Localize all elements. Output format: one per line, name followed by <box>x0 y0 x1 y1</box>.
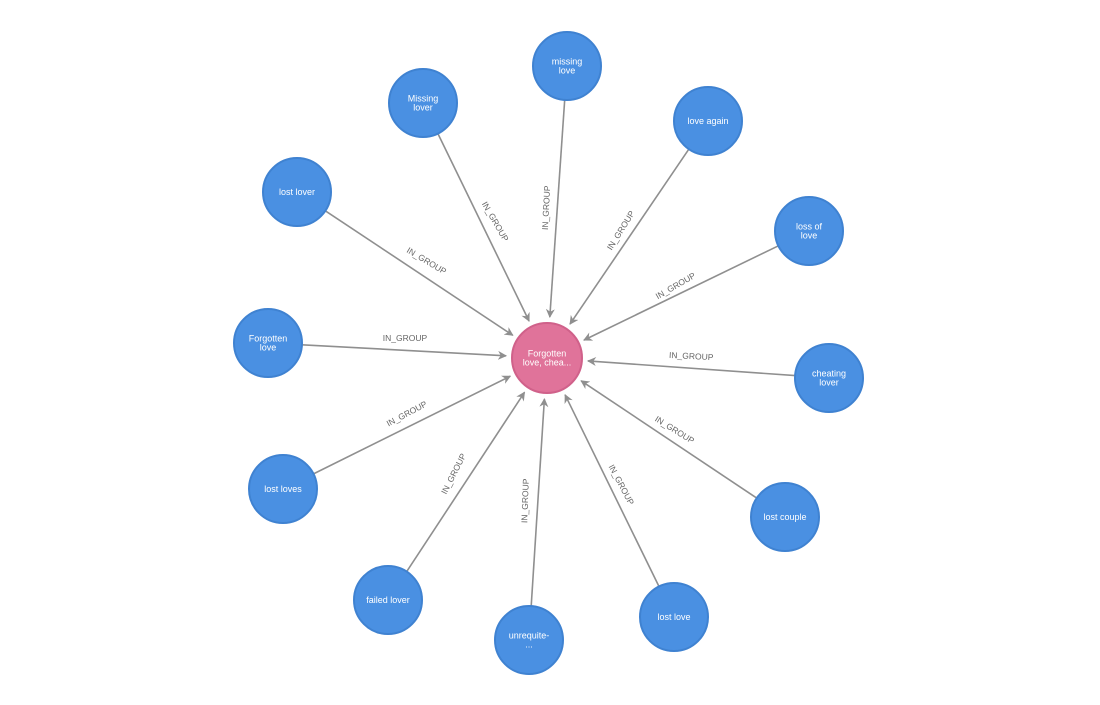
edge-missing-lover-to-center[interactable] <box>437 133 530 322</box>
node-lost-love[interactable]: lost love <box>639 582 709 652</box>
node-label-lost-love-line-0: lost love <box>657 612 690 622</box>
node-lost-couple[interactable]: lost couple <box>750 482 820 552</box>
edge-label-missing-lover: IN_GROUP <box>480 200 511 244</box>
node-love-again[interactable]: love again <box>673 86 743 156</box>
node-label-lost-couple: lost couple <box>763 512 806 522</box>
node-lost-loves[interactable]: lost loves <box>248 454 318 524</box>
node-label-lost-loves: lost loves <box>264 484 302 494</box>
node-label-unrequited-line-0: unrequite- <box>509 631 550 641</box>
node-lost-lover[interactable]: lost lover <box>262 157 332 227</box>
edge-label-missing-love-lower: IN_GROUP <box>540 185 552 230</box>
node-label-lost-lover: lost lover <box>279 187 315 197</box>
edge-label-love-again: IN_GROUP <box>605 209 637 252</box>
node-failed-lover[interactable]: failed lover <box>353 565 423 635</box>
node-circle-love-again[interactable] <box>673 86 743 156</box>
edge-label-lost-love: IN_GROUP <box>607 463 637 507</box>
node-label-missing-love-lower-line-1: love <box>559 66 576 76</box>
edge-label-lost-loves: IN_GROUP <box>385 399 429 429</box>
node-label-lost-couple-line-0: lost couple <box>763 512 806 522</box>
node-circle-unrequited[interactable] <box>494 605 564 675</box>
node-circle-failed-lover[interactable] <box>353 565 423 635</box>
node-label-missing-love-lower-line-0: missing <box>552 57 583 67</box>
node-circle-forgotten-love[interactable] <box>233 308 303 378</box>
node-label-unrequited: unrequite-... <box>509 631 550 650</box>
edge-failed-lover-to-center[interactable] <box>406 391 526 573</box>
node-circle-missing-love-lower[interactable] <box>532 31 602 101</box>
edge-label-lost-couple: IN_GROUP <box>653 414 696 446</box>
node-label-center-line-0: Forgotten <box>528 349 567 359</box>
node-label-loss-of-love-line-0: loss of <box>796 222 823 232</box>
node-circle-lost-loves[interactable] <box>248 454 318 524</box>
node-label-center-line-1: love, chea... <box>523 358 572 368</box>
node-circle-lost-couple[interactable] <box>750 482 820 552</box>
edge-missing-love-lower-to-center[interactable] <box>545 99 566 318</box>
edge-label-unrequited: IN_GROUP <box>519 478 531 523</box>
node-unrequited[interactable]: unrequite-... <box>494 605 564 675</box>
edge-lost-lover-to-center[interactable] <box>324 210 514 336</box>
node-label-love-again: love again <box>687 116 728 126</box>
edge-label-lost-lover: IN_GROUP <box>405 245 448 277</box>
edge-forgotten-love-to-center[interactable] <box>301 344 507 360</box>
edge-unrequited-to-center[interactable] <box>530 398 549 607</box>
edge-label-cheating-lover: IN_GROUP <box>669 350 714 362</box>
node-label-lost-lover-line-0: lost lover <box>279 187 315 197</box>
node-label-love-again-line-0: love again <box>687 116 728 126</box>
node-circle-loss-of-love[interactable] <box>774 196 844 266</box>
node-label-cheating-lover-line-0: cheating <box>812 369 846 379</box>
node-label-lost-loves-line-0: lost loves <box>264 484 302 494</box>
node-label-missing-lover-line-0: Missing <box>408 94 439 104</box>
node-label-missing-lover-line-1: lover <box>413 103 433 113</box>
node-label-loss-of-love-line-1: love <box>801 231 818 241</box>
node-label-forgotten-love-line-0: Forgotten <box>249 334 288 344</box>
node-label-failed-lover-line-0: failed lover <box>366 595 410 605</box>
edge-lost-love-to-center[interactable] <box>564 393 660 587</box>
edge-lost-couple-to-center[interactable] <box>580 380 758 499</box>
edge-love-again-to-center[interactable] <box>569 148 690 325</box>
node-label-forgotten-love-line-1: love <box>260 343 277 353</box>
node-label-lost-love: lost love <box>657 612 690 622</box>
node-label-unrequited-line-1: ... <box>525 640 533 650</box>
edge-label-forgotten-love: IN_GROUP <box>383 333 428 343</box>
node-circle-lost-lover[interactable] <box>262 157 332 227</box>
edge-label-failed-lover: IN_GROUP <box>439 451 468 495</box>
edge-cheating-lover-to-center[interactable] <box>587 356 796 377</box>
edge-lost-loves-to-center[interactable] <box>313 375 512 475</box>
edge-loss-of-love-to-center[interactable] <box>583 245 779 341</box>
node-label-cheating-lover-line-1: lover <box>819 378 839 388</box>
node-circle-missing-lover[interactable] <box>388 68 458 138</box>
node-circle-center[interactable] <box>511 322 583 394</box>
node-circle-lost-love[interactable] <box>639 582 709 652</box>
node-label-failed-lover: failed lover <box>366 595 410 605</box>
node-circle-cheating-lover[interactable] <box>794 343 864 413</box>
